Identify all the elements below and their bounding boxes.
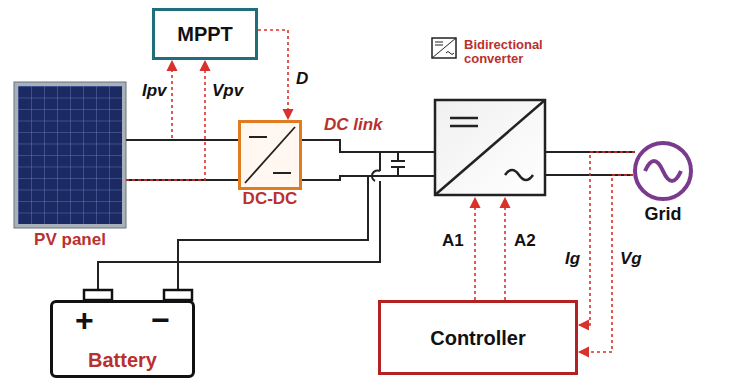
grid-symbol — [632, 140, 694, 202]
bus-name: DC link — [322, 116, 385, 135]
dcdc-converter: DC-DC — [238, 120, 302, 190]
signal-name: A2 — [512, 232, 538, 251]
signal-arrow — [579, 152, 635, 325]
signal-line — [504, 198, 506, 300]
signal-name: D — [294, 70, 310, 89]
terminal-sign: + — [75, 303, 94, 338]
node-label: MPPT — [177, 23, 233, 45]
signal-line — [474, 198, 476, 300]
dc-symbol — [450, 118, 478, 126]
legend-icon — [432, 38, 456, 58]
signal-arrow — [258, 30, 288, 119]
battery-terminal — [164, 290, 192, 300]
signal-name: A1 — [440, 232, 466, 251]
battery-terminal — [84, 290, 112, 300]
converter-diagonal — [435, 100, 545, 195]
power-wire — [126, 139, 238, 141]
signal-name: Vpv — [210, 82, 245, 101]
node-label: PV panel — [34, 231, 106, 250]
terminal-sign: − — [151, 303, 170, 338]
node-label: Grid — [644, 205, 681, 225]
bidirectional-converter — [435, 100, 545, 195]
wire-hop — [372, 170, 380, 181]
legend-text: Bidirectional converter — [462, 38, 576, 67]
legend-icon — [432, 38, 456, 58]
pv-cells — [18, 86, 122, 224]
pv-panel: PV panel — [14, 82, 126, 228]
pv-frame — [14, 82, 126, 228]
signal-arrow — [126, 61, 205, 180]
signal-arrow — [126, 61, 172, 140]
signal-name: Vg — [618, 250, 644, 269]
mppt-box: MPPT — [152, 8, 258, 60]
battery: + − Battery — [50, 300, 195, 378]
signal-name: Ipv — [140, 82, 169, 101]
grid-source: Grid — [632, 140, 694, 202]
node-label: Battery — [88, 349, 157, 371]
ac-symbol — [505, 170, 533, 180]
signal-name: Ig — [563, 250, 582, 269]
node-label: DC-DC — [243, 190, 298, 209]
wire — [178, 176, 368, 290]
node-label: Controller — [430, 327, 526, 349]
capacitor-symbol — [391, 152, 405, 176]
dcdc-symbol — [241, 123, 299, 187]
wire — [302, 140, 435, 152]
controller-box: Controller — [378, 300, 578, 375]
